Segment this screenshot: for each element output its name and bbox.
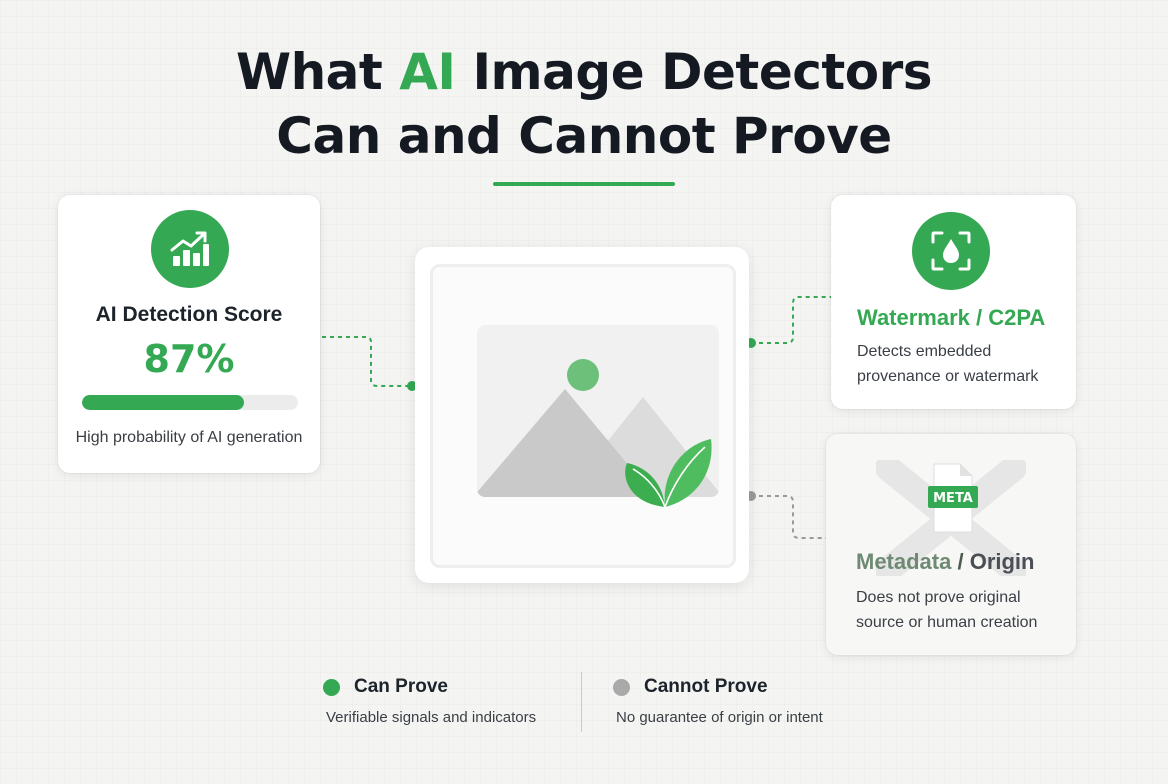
title-underline (493, 182, 675, 186)
score-progress-fill (82, 395, 244, 410)
legend-dot-gray (613, 679, 630, 696)
page-title: What AI Image Detectors Can and Cannot P… (0, 40, 1168, 168)
watermark-c2pa-card: Watermark / C2PA Detects embedded proven… (831, 195, 1076, 409)
metadata-heading-main: Metadata (856, 549, 952, 574)
title-part: Image Detectors (455, 43, 933, 101)
title-line-1: What AI Image Detectors (0, 40, 1168, 104)
connector-score-to-image (322, 336, 412, 387)
score-value: 87% (143, 337, 235, 381)
score-progress-bar (82, 395, 298, 410)
meta-file-icon: META (876, 460, 1026, 576)
watermark-description: Detects embedded provenance or watermark (857, 343, 1039, 385)
watermark-drop-icon (912, 212, 990, 290)
center-image-frame (415, 247, 749, 583)
legend-can-desc: Verifiable signals and indicators (326, 709, 537, 726)
center-image-inner (430, 264, 736, 568)
title-accent: AI (399, 43, 456, 101)
image-placeholder-icon (477, 325, 719, 508)
title-part: What (235, 43, 400, 101)
title-line-2: Can and Cannot Prove (276, 107, 892, 165)
score-label: AI Detection Score (95, 303, 283, 326)
chart-growth-icon (151, 210, 229, 288)
watermark-heading: Watermark / C2PA (857, 305, 1046, 330)
metadata-heading-sep: / (951, 549, 970, 574)
metadata-heading-tail: Origin (969, 549, 1035, 574)
score-caption: High probability of AI generation (75, 429, 303, 446)
legend-dot-green (323, 679, 340, 696)
legend-divider (581, 672, 582, 732)
meta-icon-label: META (933, 491, 973, 506)
metadata-description: Does not prove original source or human … (856, 589, 1038, 631)
legend-cannot-desc: No guarantee of origin or intent (616, 709, 823, 726)
metadata-heading: Metadata / Origin (856, 549, 1034, 575)
connector-image-to-watermark (751, 296, 831, 344)
connector-image-to-metadata (751, 495, 826, 539)
legend-can-title: Can Prove (354, 676, 448, 697)
metadata-origin-card: META Metadata / Origin Does not prove or… (826, 434, 1076, 655)
ai-detection-score-card: AI Detection Score 87% High probability … (58, 195, 320, 473)
legend-cannot-title: Cannot Prove (644, 676, 768, 697)
